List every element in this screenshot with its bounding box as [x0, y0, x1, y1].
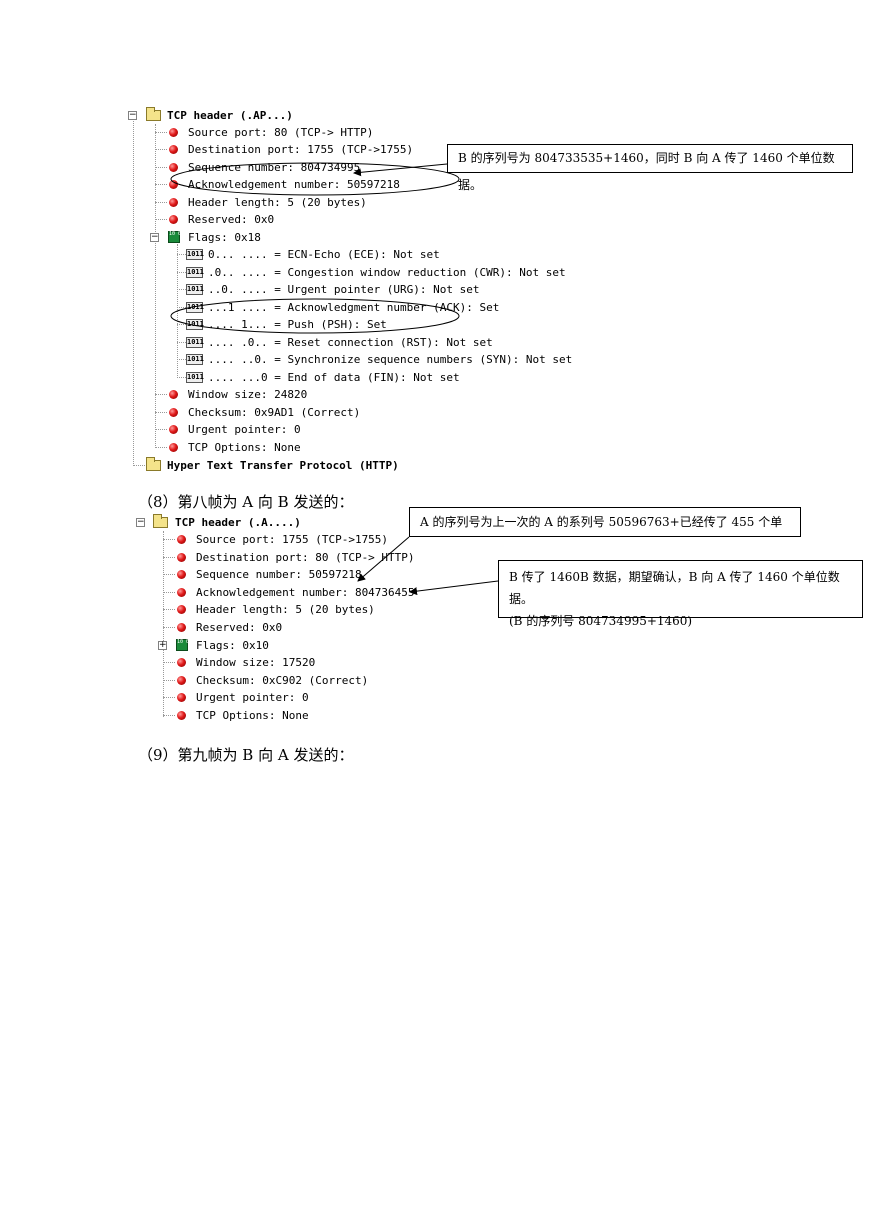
- binary-1011-icon: 1011: [186, 337, 204, 348]
- annotation-text: B 的序列号为 804733535+1460，同时 B 向 A 传了 1460 …: [458, 151, 835, 192]
- field-source-port: Source port: 1755 (TCP->1755): [196, 533, 389, 546]
- red-bullet-icon: [169, 390, 178, 399]
- annotation-arrow: [357, 536, 410, 582]
- flag-bit-psh: .... 1... = Push (PSH): Set: [208, 318, 387, 331]
- field-header-length: Header length: 5 (20 bytes): [196, 603, 375, 616]
- field-reserved: Reserved: 0x0: [188, 213, 275, 226]
- highlight-ellipse: [170, 162, 460, 196]
- highlight-ellipse: [170, 298, 460, 334]
- red-bullet-icon: [177, 693, 186, 702]
- flag-bit-ack: ...1 .... = Acknowledgment number (ACK):…: [208, 301, 500, 314]
- tcp-header-label: TCP header (.A....): [175, 516, 301, 529]
- red-bullet-icon: [169, 443, 178, 452]
- annotation-b-sequence: B 的序列号为 804733535+1460，同时 B 向 A 传了 1460 …: [447, 144, 853, 192]
- tree-guide-line: [163, 531, 164, 717]
- http-protocol-label: Hyper Text Transfer Protocol (HTTP): [167, 459, 399, 472]
- annotation-arrow: [353, 163, 448, 177]
- annotation-b-ack: B 传了 1460B 数据，期望确认，B 向 A 传了 1460 个单位数据。 …: [498, 560, 863, 628]
- annotation-a-sequence: A 的序列号为上一次的 A 的系列号 50596763+已经传了 455 个单: [409, 507, 801, 537]
- field-destination-port: Destination port: 1755 (TCP->1755): [188, 143, 414, 156]
- red-bullet-icon: [169, 408, 178, 417]
- annotation-text: A 的序列号为上一次的 A 的系列号 50596763+已经传了 455 个单: [420, 515, 783, 529]
- red-bullet-icon: [169, 180, 178, 189]
- field-tcp-options: TCP Options: None: [188, 441, 301, 454]
- field-header-length: Header length: 5 (20 bytes): [188, 196, 367, 209]
- flag-bit-syn: .... ..0. = Synchronize sequence numbers…: [208, 353, 573, 366]
- field-sequence-number: Sequence number: 804734995: [188, 161, 361, 174]
- tree-guide-line: [133, 119, 134, 466]
- binary-1011-icon: 1011: [186, 319, 204, 330]
- field-acknowledgement-number: Acknowledgement number: 50597218: [188, 178, 400, 191]
- caption-frame-8: （8）第八帧为 A 向 B 发送的：: [138, 493, 354, 511]
- tcp-header-label: TCP header (.AP...): [167, 109, 293, 122]
- flag-bit-fin: .... ...0 = End of data (FIN): Not set: [208, 371, 460, 384]
- red-bullet-icon: [177, 658, 186, 667]
- collapse-toggle-icon[interactable]: −: [150, 232, 159, 242]
- red-bullet-icon: [177, 588, 186, 597]
- folder-icon: [146, 107, 161, 121]
- flag-bit-ece: 0... .... = ECN-Echo (ECE): Not set: [208, 248, 440, 261]
- field-urgent-pointer: Urgent pointer: 0: [196, 691, 309, 704]
- field-window-size: Window size: 24820: [188, 388, 308, 401]
- red-bullet-icon: [177, 605, 186, 614]
- red-bullet-icon: [177, 553, 186, 562]
- field-checksum: Checksum: 0x9AD1 (Correct): [188, 406, 361, 419]
- caption-frame-9: （9）第九帧为 B 向 A 发送的：: [138, 746, 354, 764]
- annotation-text: B 传了 1460B 数据，期望确认，B 向 A 传了 1460 个单位数据。: [509, 570, 840, 606]
- binary-1011-icon: 1011: [186, 302, 204, 313]
- field-window-size: Window size: 17520: [196, 656, 316, 669]
- field-checksum: Checksum: 0xC902 (Correct): [196, 674, 369, 687]
- red-bullet-icon: [169, 145, 178, 154]
- flags-icon: 10 01: [168, 231, 184, 243]
- binary-1011-icon: 1011: [186, 354, 204, 365]
- field-flags: Flags: 0x18: [188, 231, 261, 244]
- red-bullet-icon: [177, 711, 186, 720]
- red-bullet-icon: [177, 623, 186, 632]
- field-sequence-number: Sequence number: 50597218: [196, 568, 362, 581]
- field-reserved: Reserved: 0x0: [196, 621, 283, 634]
- flags-icon: 10 01: [176, 639, 192, 651]
- red-bullet-icon: [169, 163, 178, 172]
- binary-1011-icon: 1011: [186, 284, 204, 295]
- binary-1011-icon: 1011: [186, 249, 204, 260]
- field-urgent-pointer: Urgent pointer: 0: [188, 423, 301, 436]
- binary-1011-icon: 1011: [186, 372, 204, 383]
- red-bullet-icon: [169, 198, 178, 207]
- annotation-arrow: [409, 580, 499, 596]
- flag-bit-rst: .... .0.. = Reset connection (RST): Not …: [208, 336, 493, 349]
- tree-guide-line: [155, 124, 156, 448]
- folder-icon: [146, 457, 161, 471]
- folder-icon: [153, 514, 168, 528]
- red-bullet-icon: [169, 425, 178, 434]
- flag-bit-cwr: .0.. .... = Congestion window reduction …: [208, 266, 566, 279]
- collapse-toggle-icon[interactable]: −: [128, 110, 137, 120]
- expand-toggle-icon[interactable]: +: [158, 640, 167, 650]
- field-acknowledgement-number: Acknowledgement number: 804736455: [196, 586, 415, 599]
- binary-1011-icon: 1011: [186, 267, 204, 278]
- collapse-toggle-icon[interactable]: −: [136, 517, 145, 527]
- red-bullet-icon: [177, 570, 186, 579]
- red-bullet-icon: [169, 215, 178, 224]
- field-source-port: Source port: 80 (TCP-> HTTP): [188, 126, 374, 139]
- field-flags: Flags: 0x10: [196, 639, 269, 652]
- red-bullet-icon: [169, 128, 178, 137]
- field-destination-port: Destination port: 80 (TCP-> HTTP): [196, 551, 415, 564]
- red-bullet-icon: [177, 535, 186, 544]
- flag-bit-urg: ..0. .... = Urgent pointer (URG): Not se…: [208, 283, 480, 296]
- red-bullet-icon: [177, 676, 186, 685]
- field-tcp-options: TCP Options: None: [196, 709, 309, 722]
- annotation-text: (B 的序列号 804734995+1460): [509, 614, 693, 628]
